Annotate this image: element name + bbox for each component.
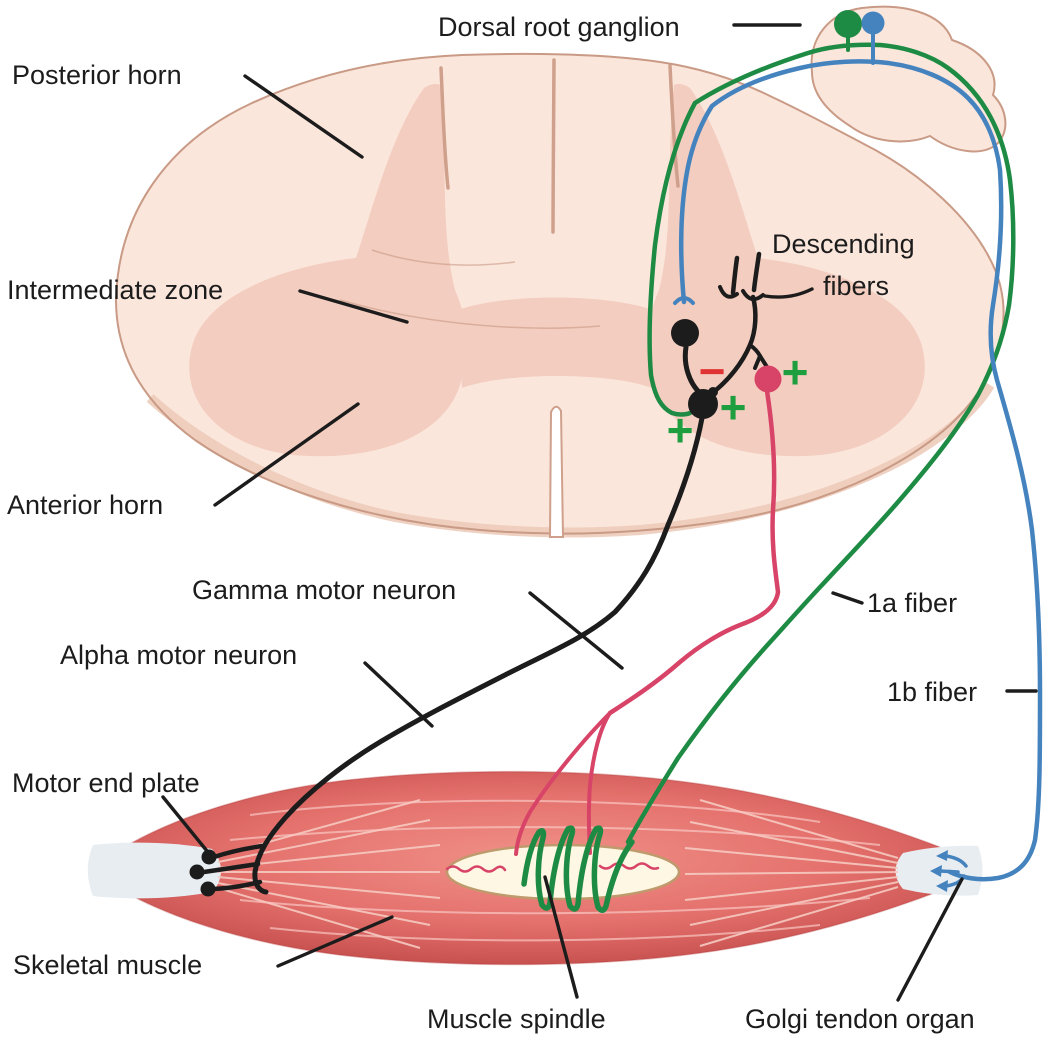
leader-posterior-horn bbox=[243, 74, 364, 159]
leader-alpha-motor-neuron bbox=[363, 661, 434, 728]
label-muscle-spindle: Muscle spindle bbox=[427, 1004, 606, 1034]
label-1b-fiber: 1b fiber bbox=[887, 677, 977, 707]
anterior-median-fissure bbox=[548, 405, 565, 538]
leader-1a-fiber bbox=[831, 591, 864, 605]
posterior-median-sulcus bbox=[551, 58, 556, 234]
label-motor-end-plate: Motor end plate bbox=[12, 768, 200, 798]
leader-anterior-horn bbox=[213, 402, 360, 507]
label-gamma-motor-neuron: Gamma motor neuron bbox=[192, 575, 456, 605]
label-posterior-horn: Posterior horn bbox=[12, 60, 182, 90]
ib-bouton-cup bbox=[673, 296, 695, 305]
leader-golgi-tendon-organ bbox=[896, 877, 964, 1002]
inhibitory-minus-sign: − bbox=[699, 345, 726, 397]
leader-muscle-spindle bbox=[543, 875, 579, 999]
spindle-gamma-ending-squiggle-left bbox=[445, 865, 507, 873]
ib-afferent-fiber-blue bbox=[678, 59, 1043, 882]
ia-afferent-fiber-green bbox=[625, 42, 1016, 845]
posterior-lateral-sulcus-right bbox=[668, 64, 680, 188]
excitatory-plus-sign-3: + bbox=[667, 404, 694, 456]
leader-motor-end-plate bbox=[161, 795, 209, 853]
interneuron-to-alpha-link bbox=[682, 344, 702, 395]
gray-matter-left-wing bbox=[189, 84, 467, 457]
alpha-motor-neuron-soma bbox=[688, 389, 718, 419]
label-dorsal-root-ganglion: Dorsal root ganglion bbox=[438, 12, 680, 42]
label-golgi-tendon-organ: Golgi tendon organ bbox=[745, 1004, 975, 1034]
leader-skeletal-muscle bbox=[276, 915, 394, 968]
gray-matter-central-bridge bbox=[458, 297, 658, 388]
leader-descending-fibers bbox=[763, 287, 814, 299]
excitatory-plus-sign-1: + bbox=[782, 346, 809, 398]
label-1a-fiber: 1a fiber bbox=[867, 588, 957, 618]
gamma-efferent-fiber-red bbox=[607, 388, 781, 716]
golgi-tendon-organ-arrows bbox=[930, 850, 968, 892]
muscle-striation-fan-right bbox=[684, 799, 899, 947]
label-alpha-motor-neuron: Alpha motor neuron bbox=[60, 640, 297, 670]
muscle-belly-streaks bbox=[229, 799, 881, 942]
muscle-spindle-capsule bbox=[445, 843, 681, 901]
ib-sensory-soma-blue bbox=[861, 11, 885, 35]
spindle-gamma-ending-squiggle-right bbox=[598, 862, 660, 870]
leader-intermediate-zone bbox=[298, 289, 409, 324]
gray-matter-right-wing bbox=[647, 84, 925, 457]
label-anterior-horn: Anterior horn bbox=[7, 490, 163, 520]
spinal-cord-outline bbox=[114, 52, 1005, 535]
gray-matter-inner-line bbox=[339, 299, 601, 329]
label-intermediate-zone: Intermediate zone bbox=[7, 275, 223, 305]
spindle-annulospiral-coil bbox=[521, 825, 635, 913]
motor-end-plate-terminals bbox=[189, 843, 265, 897]
gamma-motor-neuron-soma bbox=[754, 365, 782, 393]
label-descending-fibers-line1: Descending bbox=[772, 229, 915, 259]
ia-sensory-soma-green bbox=[834, 10, 862, 38]
excitatory-plus-sign-2: + bbox=[720, 381, 747, 433]
leader-gamma-motor-neuron bbox=[528, 591, 624, 670]
gamma-fiber-branch-right bbox=[586, 711, 612, 855]
posterior-lateral-sulcus-left bbox=[439, 66, 450, 190]
label-skeletal-muscle: Skeletal muscle bbox=[13, 950, 202, 980]
gray-matter-inner-line2 bbox=[371, 249, 516, 266]
gamma-fiber-branch-left bbox=[514, 711, 612, 856]
label-descending-fibers-line2: fibers bbox=[823, 271, 889, 301]
alpha-motor-fiber-black bbox=[252, 415, 705, 895]
inhibitory-interneuron-soma bbox=[671, 319, 699, 347]
descending-fibers-glyph bbox=[708, 251, 769, 397]
muscle-tendon-left bbox=[87, 842, 221, 899]
